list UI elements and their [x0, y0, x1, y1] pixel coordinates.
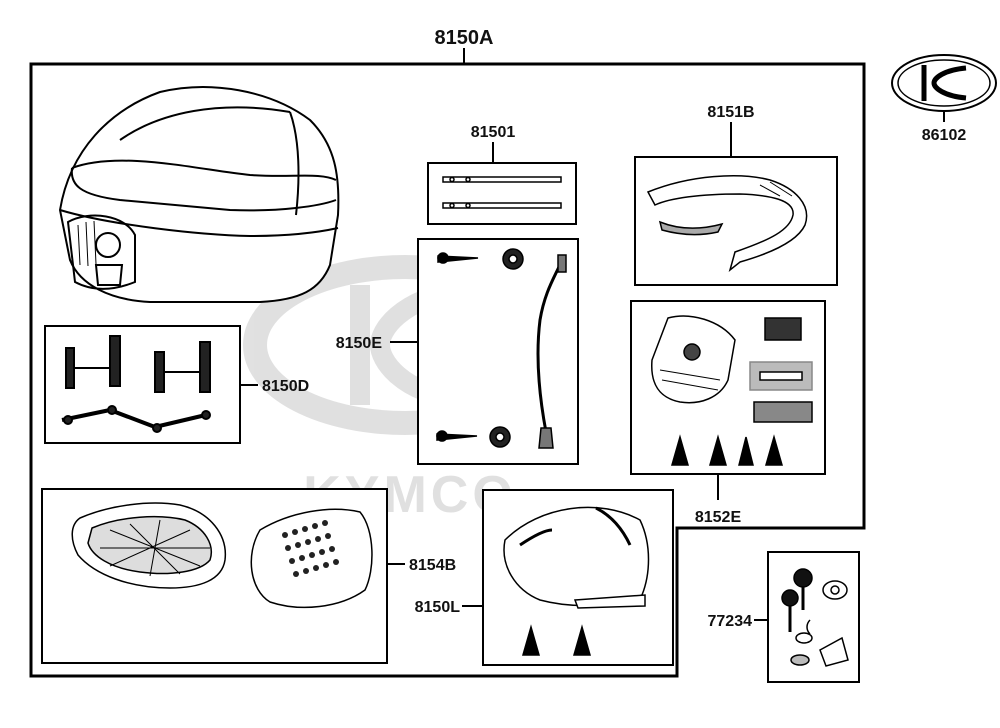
label-77234: 77234	[708, 613, 753, 630]
emblem-icon	[891, 54, 997, 112]
rail-icon	[442, 176, 562, 209]
lock-box	[767, 551, 860, 683]
label-8152E: 8152E	[695, 509, 742, 526]
tray-icons	[71, 502, 373, 609]
main-frame	[29, 62, 866, 678]
label-8150E: 8150E	[336, 335, 383, 352]
lid-cover-icon	[503, 506, 650, 656]
label-81501: 81501	[471, 124, 516, 141]
hinge-icons	[61, 335, 211, 433]
label-8150L: 8150L	[415, 599, 461, 616]
rail-box	[427, 162, 577, 225]
screw-and-strap-icons	[436, 248, 567, 449]
key-and-lock-icons	[781, 568, 849, 667]
label-8151B: 8151B	[707, 104, 754, 121]
latch-icons	[651, 315, 813, 466]
top-case-illustration	[58, 86, 340, 303]
label-8150A: 8150A	[435, 27, 494, 49]
label-86102: 86102	[922, 127, 967, 144]
backrest-icon	[646, 175, 808, 273]
label-8150D: 8150D	[262, 378, 309, 395]
label-8154B: 8154B	[409, 557, 456, 574]
